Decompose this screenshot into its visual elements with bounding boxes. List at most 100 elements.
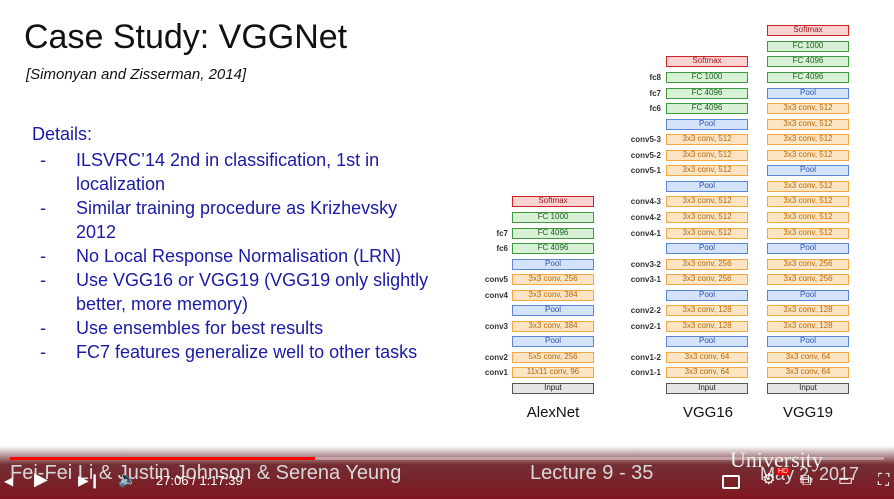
time-display: 27:06 / 1:17:39	[156, 473, 243, 488]
vgg16-layer-pool: Pool	[666, 289, 748, 301]
fullscreen-icon[interactable]: ⛶	[878, 472, 890, 489]
vgg16-layer-pool: Pool	[666, 118, 748, 130]
vgg16-layer-label: conv3-1	[630, 275, 661, 285]
vgg16-layer-conv: 3x3 conv, 512	[666, 211, 748, 223]
alexnet-layer-fc: FC 4096	[512, 243, 594, 254]
settings-gear-icon[interactable]: ⚙	[762, 471, 776, 488]
theater-mode-icon[interactable]: ▭	[838, 472, 854, 489]
vgg16-layer-label: fc8	[649, 73, 661, 82]
bullet-item: Use ensembles for best results	[40, 316, 440, 340]
alexnet-layer-fc: FC 1000	[512, 211, 594, 223]
alexnet-layer-label: conv2	[484, 352, 508, 362]
vgg19-layer-conv: 3x3 conv, 256	[767, 274, 849, 286]
progress-bar[interactable]	[10, 457, 884, 460]
vgg16-layer-conv: 3x3 conv, 256	[666, 258, 748, 270]
vgg16-layer-pool: Pool	[666, 336, 748, 348]
vgg19-layer-conv: 3x3 conv, 512	[767, 103, 849, 115]
alexnet-layer-conv: 5x5 conv, 256	[512, 351, 594, 363]
player-controls-bar	[0, 446, 894, 499]
details-heading: Details:	[32, 124, 93, 144]
vgg19-layer-pool: Pool	[767, 243, 849, 254]
alexnet-layer-label: fc6	[496, 244, 508, 253]
alexnet-layer-label: conv5	[484, 275, 508, 285]
vgg16-layer-softmax: Softmax	[666, 56, 748, 68]
vgg16-layer-conv: 3x3 conv, 256	[666, 274, 748, 286]
vgg19-name: VGG19	[782, 404, 834, 421]
vgg19-layer-conv: 3x3 conv, 128	[767, 320, 849, 332]
vgg16-layer-conv: 3x3 conv, 128	[666, 305, 748, 317]
footer-lecture: Lecture 9 - 35	[530, 462, 654, 484]
citation: [Simonyan and Zisserman, 2014]	[26, 66, 247, 83]
vgg19-layer-fc: FC 4096	[767, 56, 849, 68]
alexnet-layer-label: conv1	[484, 368, 508, 378]
alexnet-layer-pool: Pool	[512, 336, 594, 348]
progress-fill	[10, 457, 315, 460]
vgg16-layer-fc: FC 4096	[666, 87, 748, 99]
vgg16-name: VGG16	[682, 404, 734, 421]
alexnet-layer-fc: FC 4096	[512, 227, 594, 239]
vgg16-layer-label: conv4-2	[630, 212, 661, 222]
vgg16-layer-label: fc7	[649, 88, 661, 98]
prev-chapter-icon[interactable]: ◀	[4, 474, 14, 488]
current-time: 27:06	[156, 473, 189, 488]
bullet-item: Use VGG16 or VGG19 (VGG19 only slightly …	[40, 268, 440, 316]
vgg19-layer-input: Input	[767, 383, 849, 394]
bullet-item: No Local Response Normalisation (LRN)	[40, 244, 440, 268]
next-icon[interactable]: ▶❙	[78, 472, 101, 488]
vgg16-layer-fc: FC 4096	[666, 103, 748, 115]
alexnet-layer-label: conv4	[484, 290, 508, 300]
vgg16-layer-label: conv5-1	[630, 166, 661, 176]
alexnet-layer-conv: 3x3 conv, 384	[512, 320, 594, 332]
vgg16-layer-conv: 3x3 conv, 512	[666, 196, 748, 208]
bullet-item: FC7 features generalize well to other ta…	[40, 340, 440, 364]
vgg19-layer-conv: 3x3 conv, 512	[767, 196, 849, 208]
vgg19-layer-conv: 3x3 conv, 512	[767, 118, 849, 130]
vgg16-layer-conv: 3x3 conv, 512	[666, 165, 748, 177]
bullet-item: Similar training procedure as Krizhevsky…	[40, 196, 440, 244]
vgg16-layer-pool: Pool	[666, 180, 748, 192]
vgg19-layer-conv: 3x3 conv, 512	[767, 211, 849, 223]
alexnet-layer-conv: 11x11 conv, 96	[512, 367, 594, 379]
alexnet-layer-input: Input	[512, 383, 594, 394]
vgg16-layer-conv: 3x3 conv, 64	[666, 367, 748, 379]
vgg19-layer-conv: 3x3 conv, 64	[767, 367, 849, 379]
vgg19-layer-conv: 3x3 conv, 512	[767, 180, 849, 192]
miniplayer-icon[interactable]: ⧉	[800, 472, 812, 489]
vgg19-layer-pool: Pool	[767, 87, 849, 99]
vgg16-layer-label: conv1-2	[630, 352, 661, 362]
vgg19-layer-fc: FC 1000	[767, 40, 849, 52]
hd-badge: HD	[776, 468, 791, 475]
alexnet-layer-conv: 3x3 conv, 384	[512, 289, 594, 301]
footer-authors: Fei-Fei Li & Justin Johnson & Serena Yeu…	[10, 462, 402, 484]
vgg16-layer-pool: Pool	[666, 243, 748, 254]
vgg19-layer-pool: Pool	[767, 289, 849, 301]
alexnet-layer-label: conv3	[484, 321, 508, 331]
vgg19-layer-softmax: Softmax	[767, 25, 849, 37]
alexnet-layer-pool: Pool	[512, 258, 594, 270]
alexnet-layer-conv: 3x3 conv, 256	[512, 274, 594, 286]
vgg16-layer-input: Input	[666, 383, 748, 394]
vgg16-layer-label: conv4-3	[630, 197, 661, 207]
vgg16-layer-conv: 3x3 conv, 512	[666, 227, 748, 239]
duration: 1:17:39	[199, 473, 243, 488]
play-icon[interactable]: ▶	[34, 469, 48, 489]
volume-icon[interactable]: 🔈	[118, 471, 137, 488]
vgg16-layer-conv: 3x3 conv, 64	[666, 351, 748, 363]
vgg19-layer-conv: 3x3 conv, 512	[767, 227, 849, 239]
vgg16-layer-label: conv2-1	[630, 321, 661, 331]
vgg19-layer-conv: 3x3 conv, 256	[767, 258, 849, 270]
alexnet-layer-softmax: Softmax	[512, 196, 594, 208]
vgg16-layer-label: conv4-1	[630, 228, 661, 238]
vgg16-layer-label: conv1-1	[630, 368, 661, 378]
vgg19-layer-pool: Pool	[767, 165, 849, 177]
vgg19-layer-conv: 3x3 conv, 64	[767, 351, 849, 363]
captions-icon[interactable]	[722, 475, 740, 489]
vgg16-layer-conv: 3x3 conv, 128	[666, 320, 748, 332]
vgg16-layer-conv: 3x3 conv, 512	[666, 134, 748, 146]
vgg16-layer-label: conv3-2	[630, 259, 661, 269]
vgg19-layer-conv: 3x3 conv, 512	[767, 134, 849, 146]
vgg19-layer-conv: 3x3 conv, 512	[767, 149, 849, 161]
university-watermark: University	[730, 447, 823, 472]
vgg19-layer-fc: FC 4096	[767, 72, 849, 83]
